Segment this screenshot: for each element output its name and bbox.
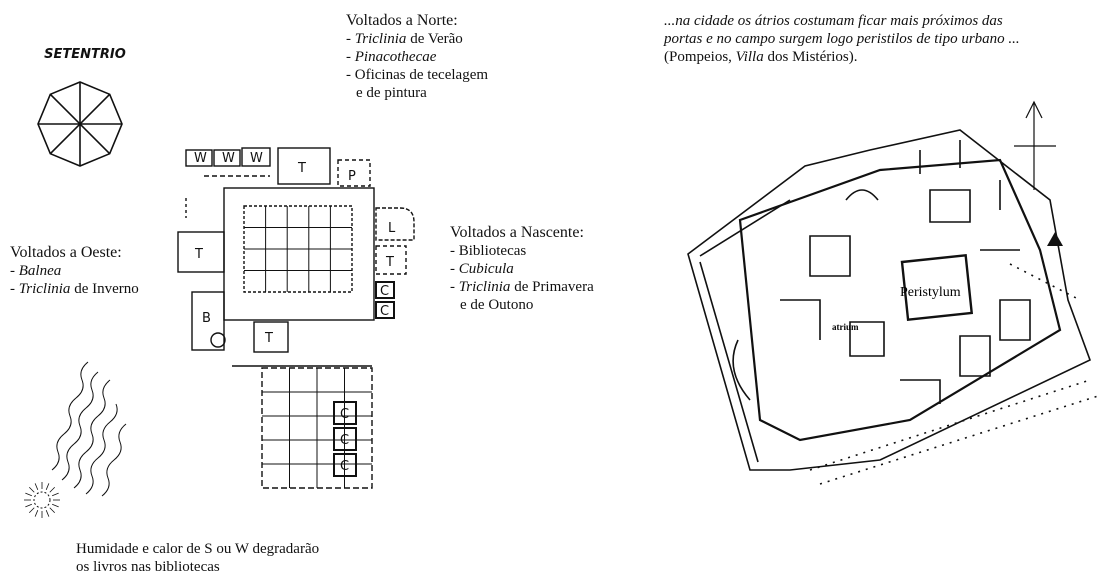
peristylum-label: Peristylum (900, 285, 961, 300)
compass-rose: SETENTRIO (37, 47, 126, 167)
west-group: Voltados a Oeste: - Balnea - Triclinia d… (10, 244, 139, 298)
workshop-room-2 (213, 149, 241, 167)
quote-line-3: (Pompeios, Villa dos Mistérios). (664, 49, 858, 65)
sun-ray (34, 510, 39, 517)
east-group: Voltados a Nascente: - Bibliotecas - Cub… (450, 224, 594, 314)
sun-ray (52, 503, 59, 508)
sun-ray (28, 486, 35, 493)
label-pinacotheca: P (348, 169, 356, 184)
label-cubiculum-s3: C (340, 459, 349, 474)
sun-ray (34, 483, 39, 490)
east-item-3: - Triclinia de Primavera (450, 279, 594, 295)
atrium-label: atrium (832, 322, 859, 332)
label-cubiculum-s1: C (340, 407, 349, 422)
pinacotheca-room (337, 159, 371, 187)
label-east-triclinium: T (385, 255, 394, 270)
cubiculum-east-1 (375, 281, 395, 299)
east-item-4: e de Outono (460, 297, 534, 313)
south-triclinium-room (253, 321, 289, 353)
sun-ray (45, 510, 50, 517)
sun-ray (49, 486, 56, 493)
north-group: Voltados a Norte: - Triclinia de Verão -… (346, 12, 488, 102)
quote-line-1: ...na cidade os átrios costumam ficar ma… (664, 13, 1003, 29)
humidity-note: Humidade e calor de S ou W degradarão os… (76, 540, 319, 576)
humidity-line-1: Humidade e calor de S ou W degradarão (76, 541, 320, 557)
bath-pool (210, 332, 226, 348)
winter-triclinium-room (177, 231, 225, 273)
north-title: Voltados a Norte: (346, 12, 458, 29)
label-cubiculum-e1: C (380, 284, 389, 299)
north-item-1: - Triclinia de Verão (346, 31, 463, 47)
west-title: Voltados a Oeste: (10, 244, 122, 261)
workshop-room-1 (185, 149, 213, 167)
sun-ray (52, 492, 59, 497)
compass-label: SETENTRIO (44, 47, 126, 62)
north-item-3: - Oficinas de tecelagem (346, 67, 489, 83)
east-item-2: - Cubicula (450, 261, 514, 277)
north-item-2: - Pinacothecae (346, 49, 437, 65)
label-workshop-3: W (250, 151, 263, 166)
heat-waves (51, 361, 127, 497)
north-item-4: e de pintura (356, 85, 427, 101)
east-title: Voltados a Nascente: (450, 224, 584, 241)
cubiculum-east-2 (375, 301, 395, 319)
sun-ray (45, 483, 50, 490)
bath-room (191, 291, 225, 351)
label-library: L (388, 221, 396, 236)
quote-block: ...na cidade os átrios costumam ficar ma… (664, 12, 1020, 66)
summer-triclinium-room (277, 147, 331, 185)
label-cubiculum-e2: C (380, 304, 389, 319)
sun-ray (25, 503, 32, 508)
sun-icon (33, 491, 51, 509)
sun-ray (28, 507, 35, 514)
label-cubiculum-s2: C (340, 433, 349, 448)
villa-outer-wall (687, 129, 1092, 471)
peristylum-court (900, 253, 974, 322)
label-bath: B (202, 311, 211, 326)
label-workshop-2: W (222, 151, 235, 166)
label-summer-triclinium: T (297, 161, 306, 176)
sun-ray (49, 507, 56, 514)
workshop-room-3 (241, 147, 271, 167)
humidity-line-2: os livros nas bibliotecas (76, 559, 220, 575)
east-item-1: - Bibliotecas (450, 243, 527, 259)
sun-ray (25, 492, 32, 497)
east-triclinium-room (375, 245, 407, 275)
quote-line-2: portas e no campo surgem logo peristilos… (664, 31, 1020, 47)
west-item-1: - Balnea (10, 263, 62, 279)
west-item-2: - Triclinia de Inverno (10, 281, 139, 297)
label-workshop-1: W (194, 151, 207, 166)
north-arrow-icon (1014, 100, 1056, 190)
entrance-triangle-marker (1047, 232, 1063, 246)
label-south-triclinium: T (264, 331, 273, 346)
label-winter-triclinium: T (194, 247, 203, 262)
library-room (375, 207, 415, 241)
